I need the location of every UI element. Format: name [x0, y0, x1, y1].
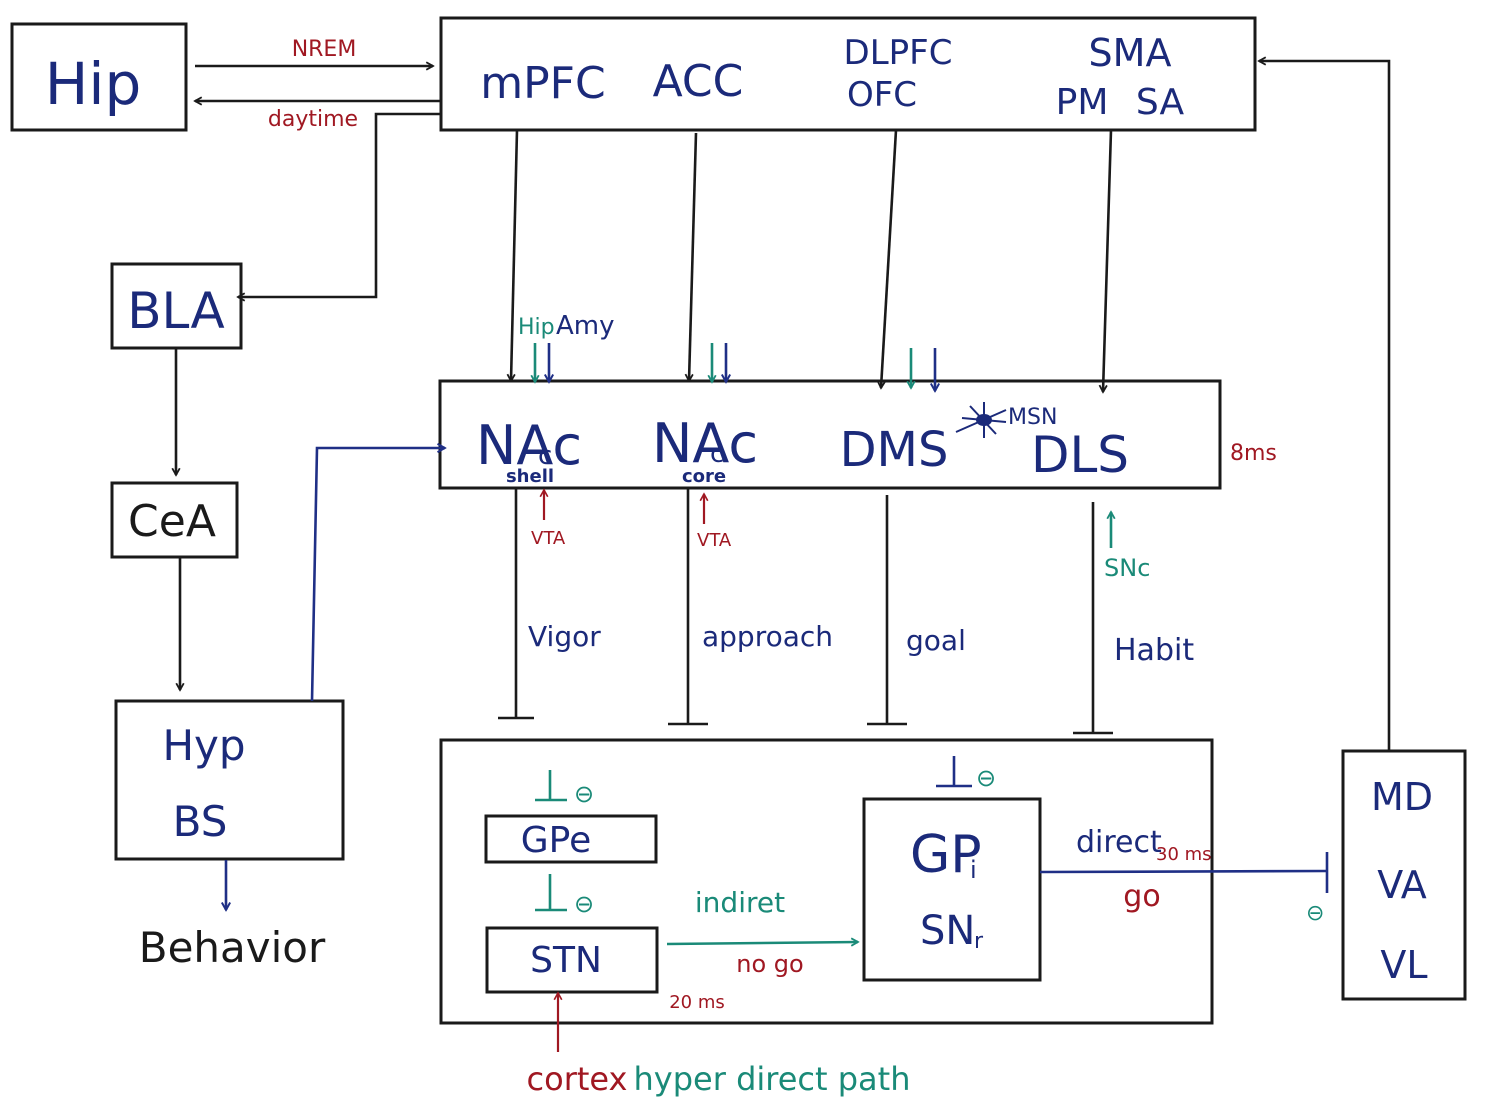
snc-label: SNc: [1104, 554, 1150, 582]
hyperdirect-label: hyper direct path: [634, 1060, 911, 1098]
indirect-label: indiret: [695, 886, 785, 919]
approach-label: approach: [702, 620, 833, 653]
inhib-sign-gpe: ⊖: [574, 780, 594, 808]
mpfc-label: mPFC: [480, 58, 605, 109]
direct-label: direct: [1076, 825, 1162, 860]
vta-label-2: VTA: [697, 530, 732, 551]
amy-input-label: Amy: [556, 311, 615, 341]
nac-core-text: core: [682, 466, 726, 487]
stn-box: [485, 926, 659, 994]
no-go-label: no go: [736, 950, 803, 978]
gpi-label: GP: [910, 825, 982, 885]
habit-label: Habit: [1114, 633, 1194, 668]
nac-shell-sub: c: [538, 441, 552, 471]
nrem-label: NREM: [292, 37, 357, 62]
cortex-to-bla-arrow: [238, 112, 441, 297]
cortex-box: [439, 16, 1257, 132]
inhibitory-projections: [498, 488, 1113, 735]
dls-label: DLS: [1031, 426, 1129, 484]
cea-label: CeA: [128, 496, 216, 547]
hyp-to-striatum-arrow: [310, 448, 445, 702]
gpi-sub: i: [970, 856, 977, 884]
acc-to-nac-core-arrow: [689, 132, 698, 381]
thalamus-to-cortex-arrow: [1259, 61, 1391, 751]
hip-label: Hip: [45, 50, 142, 118]
goal-label: goal: [906, 624, 966, 657]
behavior-label: Behavior: [139, 923, 326, 972]
inhibition-symbols: [535, 756, 972, 912]
acc-label: ACC: [653, 56, 744, 107]
striatum-box: [438, 379, 1222, 490]
hyp-bs-box: [114, 699, 345, 861]
hip-box: [10, 22, 188, 132]
timing-30-label: 30 ms: [1156, 844, 1212, 865]
stn-label: STN: [530, 940, 602, 981]
msn-neuron-icon: [955, 402, 1007, 438]
msn-label: MSN: [1008, 405, 1057, 430]
nac-core-label: NAc: [652, 412, 758, 475]
ofc-label: OFC: [847, 75, 917, 115]
timing-20-label: 20 ms: [669, 992, 725, 1013]
gpe-box: [484, 814, 658, 864]
direct-inhibition: [1039, 852, 1329, 893]
sa-label: SA: [1136, 82, 1185, 123]
cortex-input-label: cortex: [527, 1060, 628, 1098]
mpfc-to-nac-shell-arrow: [511, 129, 519, 381]
dms-label: DMS: [840, 422, 949, 478]
inhib-sign-gpi: ⊖: [976, 764, 996, 792]
hip-input-label: Hip: [518, 315, 555, 340]
vta-label-1: VTA: [531, 528, 566, 549]
cea-box: [110, 481, 239, 559]
snr-sub: r: [974, 929, 984, 954]
gpi-snr-box: [862, 797, 1042, 982]
nac-shell-text: shell: [506, 466, 554, 487]
inhib-sign-thalamus: ⊖: [1306, 901, 1324, 926]
vigor-label: Vigor: [528, 620, 601, 653]
dlpfc-to-dms-arrow: [881, 129, 898, 388]
go-label: go: [1123, 879, 1160, 914]
thalamus-box: [1341, 749, 1467, 1001]
snr-label: SN: [920, 908, 975, 954]
inhib-sign-stn: ⊖: [574, 890, 594, 918]
nac-core-sub: c: [710, 439, 724, 469]
gpe-label: GPe: [521, 820, 591, 861]
bla-label: BLA: [127, 282, 225, 340]
pm-label: PM: [1056, 82, 1109, 123]
basal-ganglia-output-box: [439, 738, 1214, 1025]
va-label: VA: [1377, 863, 1427, 907]
striatum-timing-label: 8ms: [1230, 441, 1277, 466]
vl-label: VL: [1380, 943, 1427, 987]
dlpfc-label: DLPFC: [844, 33, 953, 73]
nac-shell-label: NAc: [476, 414, 582, 477]
indirect-arrow: [666, 942, 858, 944]
hyp-label: Hyp: [162, 721, 245, 770]
sma-label: SMA: [1089, 31, 1172, 75]
sma-to-dls-arrow: [1103, 129, 1113, 392]
bs-label: BS: [173, 797, 228, 846]
md-label: MD: [1371, 775, 1433, 819]
daytime-label: daytime: [268, 107, 358, 132]
